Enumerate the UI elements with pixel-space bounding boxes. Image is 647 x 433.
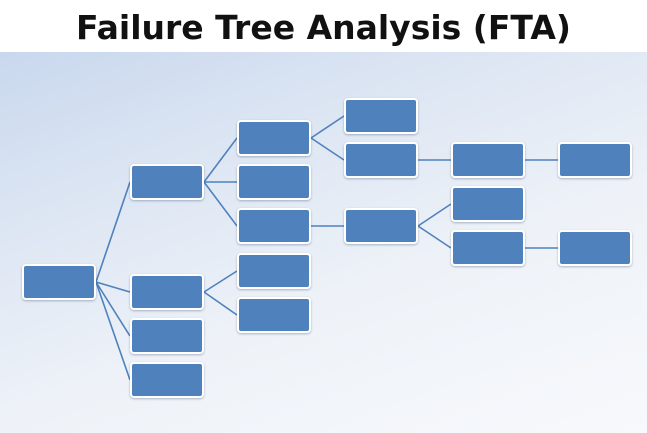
tree-node-l2-c — [237, 208, 311, 244]
connector-l2-a-to-l3-a — [310, 115, 345, 139]
tree-node-l1-d — [130, 362, 204, 398]
connector-root-to-l1-a — [95, 181, 131, 283]
connector-l2-a-to-l3-b — [310, 137, 345, 161]
connector-l3-c-to-l4-b — [417, 203, 452, 227]
tree-node-l1-b — [130, 274, 204, 310]
connector-l3-c-to-l4-c — [417, 225, 452, 249]
tree-node-l5-a — [558, 142, 632, 178]
tree-node-root — [22, 264, 96, 300]
tree-node-l2-a — [237, 120, 311, 156]
tree-node-l4-b — [451, 186, 525, 222]
tree-node-l2-d — [237, 253, 311, 289]
tree-node-l1-a — [130, 164, 204, 200]
connector-l1-a-to-l2-c — [203, 181, 238, 227]
tree-node-l2-e — [237, 297, 311, 333]
connector-l1-b-to-l2-e — [203, 291, 238, 316]
connector-l1-b-to-l2-d — [203, 270, 238, 293]
connector-root-to-l1-c — [95, 281, 131, 337]
connector-root-to-l1-d — [95, 281, 131, 381]
tree-node-l4-c — [451, 230, 525, 266]
tree-node-l5-b — [558, 230, 632, 266]
tree-node-l2-b — [237, 164, 311, 200]
tree-node-l3-c — [344, 208, 418, 244]
fault-tree-connectors — [95, 115, 558, 381]
tree-node-l3-b — [344, 142, 418, 178]
slide-title: Failure Tree Analysis (FTA) — [76, 7, 571, 47]
title-bar: Failure Tree Analysis (FTA) — [0, 0, 647, 52]
diagram-area — [0, 52, 647, 433]
tree-node-l1-c — [130, 318, 204, 354]
connector-root-to-l1-b — [95, 281, 131, 293]
connector-l1-a-to-l2-a — [203, 137, 238, 183]
tree-node-l4-a — [451, 142, 525, 178]
tree-node-l3-a — [344, 98, 418, 134]
